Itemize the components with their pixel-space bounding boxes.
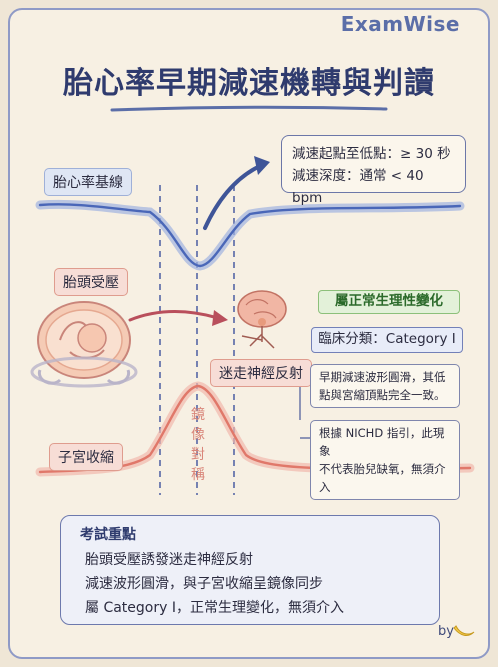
exam-point-item: 胎頭受壓誘發迷走神經反射 bbox=[85, 552, 253, 568]
exam-point-item: 屬 Category I，正常生理變化，無須介入 bbox=[85, 600, 344, 616]
exam-points-title: 考試重點 bbox=[80, 527, 136, 543]
page-title: 胎心率早期減速機轉與判讀 bbox=[63, 66, 435, 101]
arrow-to-info bbox=[203, 156, 270, 230]
label-head-compression: 胎頭受壓 bbox=[54, 268, 128, 296]
fhr-wave bbox=[35, 199, 465, 271]
label-baseline: 胎心率基線 bbox=[44, 168, 132, 196]
byline: by bbox=[438, 624, 454, 639]
info-line-onset: 減速起點至低點：≥ 30 秒 bbox=[292, 146, 451, 162]
banana-icon bbox=[453, 625, 475, 636]
info-card: 減速起點至低點：≥ 30 秒 減速深度：通常 < 40 bpm bbox=[281, 135, 466, 206]
title-underline bbox=[110, 105, 388, 112]
category-badge: 臨床分類：Category I bbox=[311, 327, 463, 353]
physiology-badge: 屬正常生理性變化 bbox=[318, 290, 460, 314]
note-waveform: 早期減速波形圓滑，其低 點與宮縮頂點完全一致。 bbox=[310, 364, 460, 408]
brand-logo: ExamWise bbox=[340, 12, 460, 36]
mirror-symmetry-text: 鏡 像 對 稱 bbox=[191, 407, 205, 483]
label-vagal-reflex: 迷走神經反射 bbox=[210, 359, 312, 387]
fetus-illustration bbox=[30, 301, 138, 388]
brain-icon bbox=[237, 290, 287, 349]
note-nichd: 根據 NICHD 指引，此現象 不代表胎兒缺氧，無須介入 bbox=[310, 420, 460, 500]
info-line-depth: 減速深度：通常 < 40 bpm bbox=[292, 168, 424, 206]
exam-points-panel bbox=[60, 515, 440, 625]
arrow-to-reflex bbox=[128, 310, 228, 326]
label-contraction: 子宮收縮 bbox=[49, 443, 123, 471]
exam-point-item: 減速波形圓滑，與子宮收縮呈鏡像同步 bbox=[85, 576, 323, 592]
